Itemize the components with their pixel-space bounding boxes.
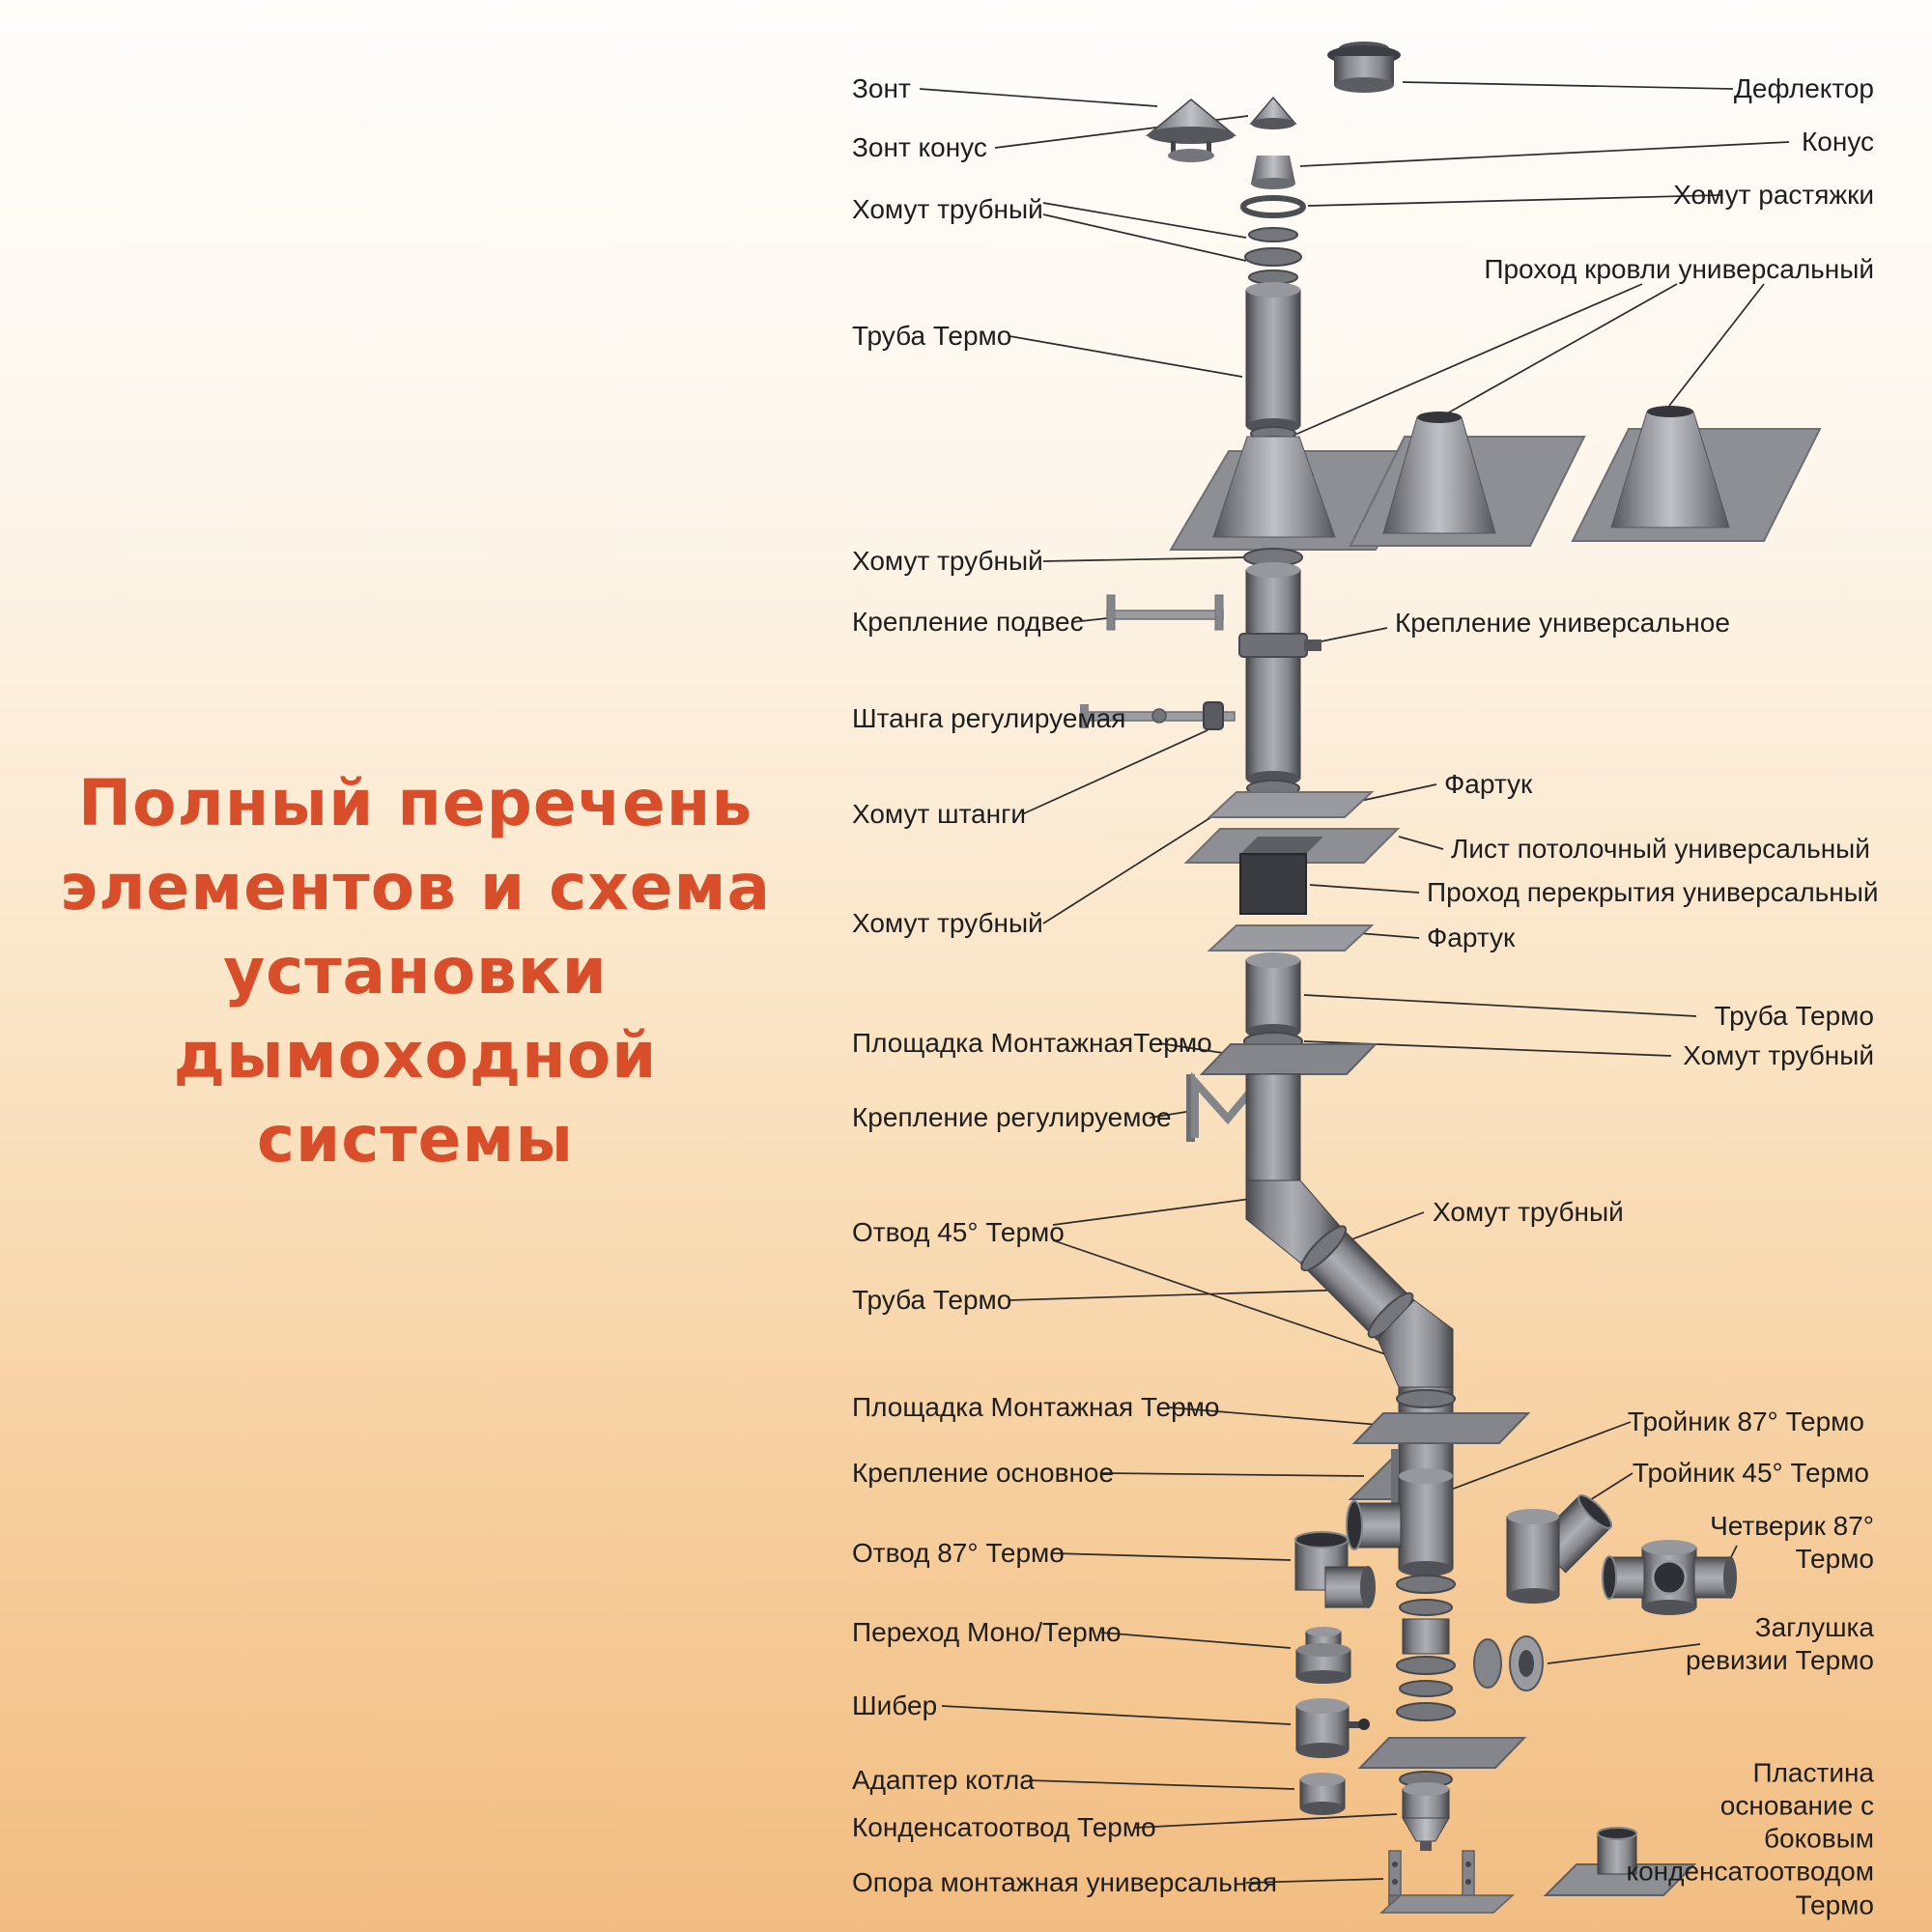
title-line-5: системы (256, 1102, 575, 1177)
cross-87-part (1602, 1540, 1737, 1615)
mono-thermo-transition-part (1295, 1627, 1351, 1684)
label-list-potolochny: Лист потолочный универсальный (1451, 833, 1870, 864)
revision-plug-part (1473, 1635, 1544, 1691)
label-shiber: Шибер (852, 1690, 938, 1720)
cone-cap-part (1249, 96, 1297, 129)
label-otvod-45: Отвод 45° Термо (852, 1216, 1065, 1247)
title-line-1: Полный перечень (77, 766, 753, 840)
label-khomut-rastyazhki: Хомут растяжки (1673, 179, 1874, 210)
mounting-support-part (1379, 1850, 1515, 1914)
apron-2-part (1207, 924, 1375, 952)
label-prokhod-krovli: Проход кровли универсальный (1484, 253, 1874, 284)
label-ploshchadka-montazhnaya-1: Площадка МонтажнаяТермо (852, 1027, 1212, 1058)
mounting-platform-2-part (1351, 1412, 1531, 1444)
roof-passage-3-part (1571, 406, 1822, 542)
clamp-ring-part (1248, 270, 1298, 285)
condensate-drain-part (1402, 1782, 1450, 1851)
hanging-bracket-part (1106, 594, 1224, 631)
deflector-part (1327, 42, 1401, 93)
label-otvod-87: Отвод 87° Термо (852, 1537, 1065, 1568)
label-zaglushka-revizii: Заглушка ревизии Термо (1685, 1611, 1874, 1675)
label-fartuk-2: Фартук (1427, 922, 1516, 952)
main-bracket-part (1348, 1449, 1399, 1503)
label-plastina-osnovanie: Пластина основание с боковым конденсатоо… (1626, 1757, 1874, 1920)
pipe-thermo-4-part (1245, 1073, 1301, 1181)
mounting-platform-1-part (1199, 1043, 1378, 1075)
bottom-stack-part (1357, 1575, 1527, 1788)
label-khomut-trubny-1: Хомут трубный (852, 193, 1043, 224)
label-kreplenie-universalnoe: Крепление универсальное (1395, 607, 1730, 638)
adjustable-rod-part (1080, 704, 1236, 728)
label-kondensatootvod: Конденсатоотвод Термо (852, 1811, 1156, 1842)
title-line-4: дымоходной (173, 1018, 658, 1093)
label-zont: Зонт (852, 72, 911, 103)
label-adapter-kotla: Адаптер котла (852, 1764, 1035, 1795)
label-fartuk-1: Фартук (1444, 768, 1533, 799)
tee-45-part (1506, 1493, 1613, 1604)
label-deflektor: Дефлектор (1733, 72, 1874, 103)
roof-passage-2-part (1349, 412, 1586, 547)
label-shtanga-reguliruemaya: Штанга регулируемая (852, 702, 1126, 733)
label-konus: Конус (1801, 126, 1874, 156)
universal-mount-part (1238, 633, 1321, 658)
title-line-3: установки (223, 934, 608, 1009)
label-kreplenie-osnovnoe: Крепление основное (852, 1457, 1115, 1488)
clamp-ring-part (1396, 1389, 1456, 1408)
pipe-thermo-1-part (1245, 282, 1301, 434)
label-prokhod-perekrytiya: Проход перекрытия универсальный (1427, 876, 1879, 907)
label-kreplenie-reguliruemoe: Крепление регулируемое (852, 1101, 1172, 1132)
label-kreplenie-podves: Крепление подвес (852, 606, 1084, 637)
base-plate-part (1543, 1827, 1697, 1896)
elbow-87-part (1294, 1531, 1376, 1608)
apron-1-part (1207, 791, 1375, 818)
title-line-2: элементов и схема (59, 850, 772, 924)
clamp-ring-part (1248, 227, 1298, 242)
pipe-thermo-2-part (1245, 562, 1301, 786)
label-truba-termo-2: Труба Термо (852, 1284, 1012, 1315)
pipe-thermo-diagonal-part (1299, 1224, 1416, 1341)
konus-part (1251, 156, 1295, 189)
label-troinik-45: Тройник 45° Термо (1632, 1457, 1869, 1488)
label-chetverik-87: Четверик 87° Термо (1710, 1510, 1874, 1574)
label-ploshchadka-montazhnaya-2: Площадка Монтажная Термо (852, 1391, 1220, 1422)
label-truba-termo-right: Труба Термо (1714, 1000, 1874, 1031)
label-truba-termo-1: Труба Термо (852, 320, 1012, 351)
rod-clamp-part (1203, 701, 1224, 730)
page-title: Полный перечень элементов и схема устано… (53, 761, 778, 1181)
label-troinik-87: Тройник 87° Термо (1627, 1406, 1864, 1436)
damper-part (1295, 1698, 1370, 1758)
boiler-adapter-part (1299, 1773, 1346, 1815)
label-opora-montazhnaya: Опора монтажная универсальная (852, 1866, 1278, 1897)
label-zont-konus: Зонт конус (852, 131, 987, 162)
pipe-thermo-3-part (1245, 952, 1301, 1039)
label-khomut-shtangi: Хомут штанги (852, 798, 1026, 829)
label-khomut-trubny-5: Хомут трубный (1433, 1196, 1624, 1227)
label-khomut-trubny-2: Хомут трубный (852, 545, 1043, 576)
guy-clamp-part (1240, 195, 1306, 218)
umbrella-cap-part (1145, 99, 1237, 162)
label-khomut-trubny-4: Хомут трубный (1683, 1039, 1874, 1070)
label-perekhod-mono-termo: Переход Моно/Термо (852, 1616, 1122, 1647)
label-khomut-trubny-3: Хомут трубный (852, 907, 1043, 938)
tee-87-part (1346, 1468, 1454, 1577)
floor-passage-part (1239, 837, 1323, 915)
clamp-ring-part (1244, 247, 1302, 267)
